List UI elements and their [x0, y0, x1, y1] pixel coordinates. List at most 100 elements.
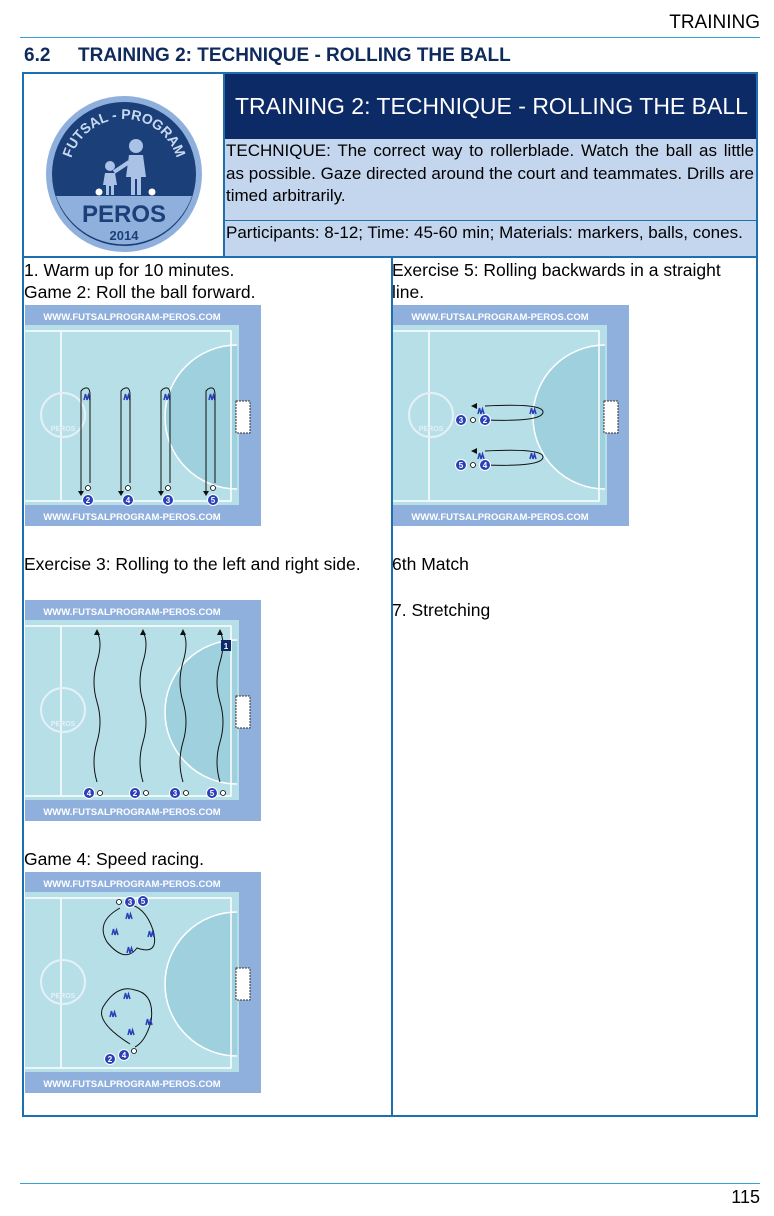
goal-icon [235, 400, 251, 434]
cone-icon [477, 451, 485, 460]
cone-icon [147, 929, 155, 938]
run-path [179, 631, 187, 783]
run-path [102, 903, 156, 956]
player-marker [479, 414, 491, 426]
player-marker [122, 494, 134, 506]
player-marker [129, 787, 141, 799]
ball-icon [220, 790, 226, 796]
logo-cell: PEROS 2014 FUTSAL - PROGRAM [24, 74, 225, 256]
ball-icon [85, 485, 91, 491]
player-marker [455, 459, 467, 471]
banner-top: WWW.FUTSALPROGRAM-PEROS.COM [43, 607, 220, 618]
ball-icon [183, 790, 189, 796]
ball-icon [470, 417, 476, 423]
player-number: 2 [133, 789, 138, 798]
cone-icon [529, 406, 537, 415]
player-number: 4 [483, 461, 488, 470]
player-number: 2 [108, 1055, 113, 1064]
run-path [216, 631, 224, 783]
ball-icon [143, 790, 149, 796]
penalty-area [165, 345, 237, 489]
arrow-head [78, 491, 84, 496]
arrow-head [217, 629, 223, 635]
run-path [93, 631, 101, 783]
banner-bottom: WWW.FUTSALPROGRAM-PEROS.COM [43, 807, 220, 818]
player-marker [104, 1053, 116, 1065]
cone-icon [127, 1027, 135, 1036]
diagram-speed-racing: PEROS WWW.FUTSALPROGRAM-PEROS.COM WWW.FUTS… [25, 872, 261, 1093]
player-marker [206, 787, 218, 799]
ball-icon [131, 1048, 137, 1054]
svg-text:PEROS: PEROS [51, 721, 76, 728]
footer-rule [20, 1183, 760, 1184]
step-match-6: 6th Match [392, 554, 469, 574]
svg-text:PEROS: PEROS [51, 993, 76, 1000]
diagram-roll-forward: PEROS WWW.FUTSALPROGRAM-PEROS.COM WWW.FUTS… [25, 305, 261, 526]
player-number: 5 [459, 461, 464, 470]
goal-icon [235, 967, 251, 1001]
banner-bottom: WWW.FUTSALPROGRAM-PEROS.COM [411, 512, 588, 523]
logo-name: PEROS [82, 201, 166, 228]
arrow-head [180, 629, 186, 635]
ball-icon [210, 485, 216, 491]
svg-text:PEROS: PEROS [419, 426, 444, 433]
column-divider [391, 258, 393, 1115]
svg-text:PEROS: PEROS [51, 426, 76, 433]
ball-icon [470, 462, 476, 468]
futsal-program-logo: PEROS 2014 FUTSAL - PROGRAM [46, 96, 202, 252]
banner-top: WWW.FUTSALPROGRAM-PEROS.COM [411, 312, 588, 323]
cone-icon [109, 1009, 117, 1018]
training-card: TRAINING 2: TECHNIQUE - ROLLING THE BALL… [225, 74, 756, 256]
step-exercise-3: Exercise 3: Rolling to the left and righ… [24, 554, 361, 574]
arrow-head [94, 629, 100, 635]
watermark-logo [40, 392, 86, 438]
ball-icon [116, 899, 122, 905]
run-path [484, 404, 544, 421]
run-path [139, 631, 147, 783]
run-path [80, 387, 91, 495]
player-marker [137, 895, 149, 907]
player-number: 3 [459, 416, 464, 425]
penalty-area [533, 345, 605, 489]
banner-bottom: WWW.FUTSALPROGRAM-PEROS.COM [43, 1079, 220, 1090]
court-lines [25, 625, 238, 797]
ball-icon [125, 485, 131, 491]
player-number: 2 [86, 496, 91, 505]
player-marker [455, 414, 467, 426]
diagram-roll-sides: PEROS WWW.FUTSALPROGRAM-PEROS.COM WWW.FUTS… [25, 600, 261, 821]
banner-top: WWW.FUTSALPROGRAM-PEROS.COM [43, 879, 220, 890]
watermark-logo [40, 687, 86, 733]
player-number: 4 [122, 1051, 127, 1060]
banner-top: WWW.FUTSALPROGRAM-PEROS.COM [43, 312, 220, 323]
player-marker [207, 494, 219, 506]
arrow-head [118, 491, 124, 496]
step-warm-up: 1. Warm up for 10 minutes. [24, 260, 235, 280]
training-title: TRAINING 2: TECHNIQUE - ROLLING THE BALL [225, 74, 756, 139]
player-number: 5 [210, 789, 215, 798]
step-game-2: Game 2: Roll the ball forward. [24, 282, 256, 302]
cone-icon [111, 927, 119, 936]
player-marker [82, 494, 94, 506]
run-path [101, 988, 153, 1048]
player-marker [124, 896, 136, 908]
watermark-logo [408, 392, 454, 438]
marker-number: 1 [224, 642, 229, 651]
training-table: PEROS 2014 FUTSAL - PROGRAM TRAINING 2: … [22, 72, 758, 1117]
section-number: 6.2 [24, 45, 51, 66]
player-number: 5 [141, 897, 146, 906]
step-stretching: 7. Stretching [392, 600, 491, 620]
goal-icon [235, 695, 251, 729]
header-rule [20, 37, 760, 38]
watermark-logo [40, 959, 86, 1005]
arrow-head [203, 491, 209, 496]
run-path [205, 387, 216, 495]
training-participants: Participants: 8-12; Time: 45-60 min; Mat… [225, 220, 756, 256]
step-game-4: Game 4: Speed racing. [24, 849, 204, 869]
marker-box [221, 640, 231, 651]
banner-bottom: WWW.FUTSALPROGRAM-PEROS.COM [43, 512, 220, 523]
penalty-area [165, 640, 237, 784]
arrow-head [471, 448, 477, 454]
ball-icon [97, 790, 103, 796]
